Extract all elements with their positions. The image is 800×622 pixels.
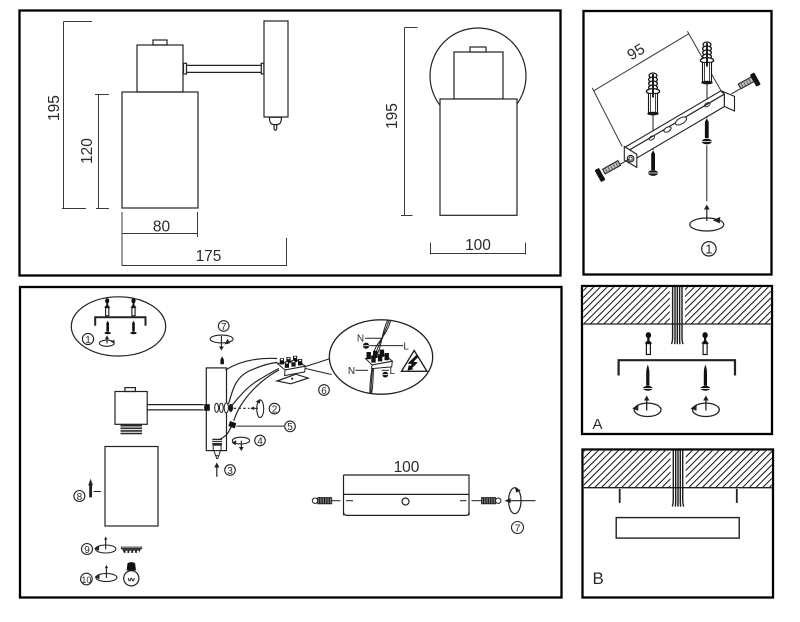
svg-text:6: 6	[321, 386, 327, 397]
svg-text:L: L	[390, 366, 396, 377]
svg-text:N: N	[348, 366, 355, 377]
svg-text:5: 5	[287, 422, 293, 433]
svg-text:195: 195	[46, 95, 63, 121]
svg-text:10: 10	[81, 575, 91, 585]
svg-text:7: 7	[221, 322, 227, 333]
svg-text:100: 100	[394, 459, 420, 476]
svg-text:80: 80	[153, 218, 171, 235]
svg-text:195: 195	[384, 103, 401, 129]
svg-text:8: 8	[77, 492, 83, 503]
svg-text:B: B	[593, 569, 604, 588]
svg-text:1: 1	[705, 242, 712, 257]
svg-text:100: 100	[465, 237, 491, 254]
svg-text:A: A	[593, 416, 603, 433]
svg-text:7: 7	[515, 523, 521, 535]
svg-text:120: 120	[79, 138, 96, 164]
svg-text:9: 9	[84, 545, 90, 556]
svg-text:L: L	[403, 341, 409, 352]
svg-text:1: 1	[85, 335, 91, 346]
svg-text:4: 4	[257, 436, 263, 447]
svg-text:95: 95	[624, 41, 648, 64]
svg-text:175: 175	[196, 248, 222, 265]
svg-text:2: 2	[272, 404, 278, 415]
svg-text:3: 3	[227, 466, 233, 477]
svg-text:N: N	[357, 334, 364, 345]
